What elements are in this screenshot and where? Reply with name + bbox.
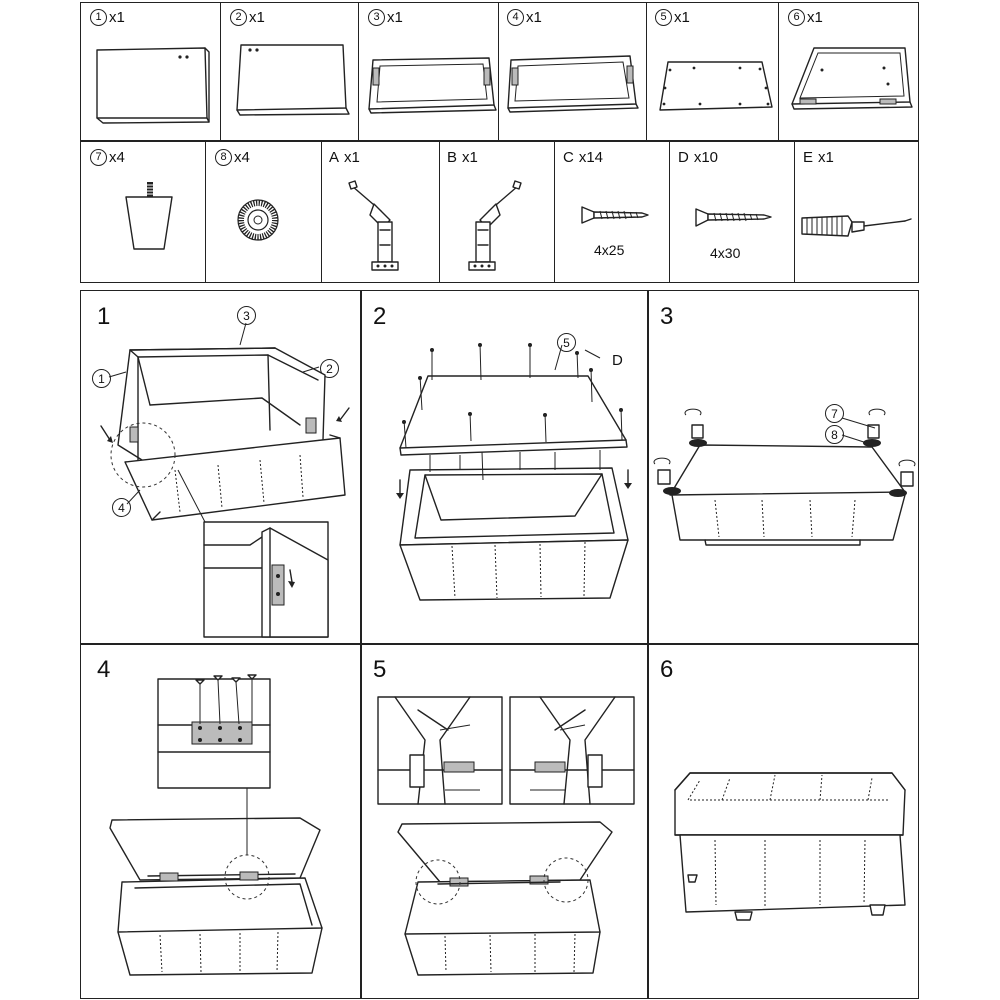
step-1-callout-1: 1 — [92, 369, 111, 388]
panel-1-drawing — [96, 47, 210, 124]
frame-4-drawing — [507, 55, 639, 113]
step-2-frame — [360, 290, 649, 645]
part-cell-d — [670, 141, 795, 282]
part-cell-3 — [359, 3, 499, 141]
step-2-drawing — [396, 342, 632, 601]
leg-7-drawing — [125, 182, 173, 250]
part-cell-c — [555, 141, 670, 282]
step-1-number: 1 — [97, 303, 111, 330]
part-cell-4 — [499, 3, 647, 141]
frame-3-drawing — [368, 57, 497, 114]
step-6-number: 6 — [660, 656, 674, 683]
step-4-frame — [80, 643, 362, 999]
step-5-frame — [360, 643, 649, 999]
washer-8-drawing — [237, 199, 279, 241]
part-cell-2 — [221, 3, 359, 141]
step-3-drawing — [653, 408, 916, 546]
step-1-callout-3: 3 — [237, 306, 256, 325]
board-5-drawing — [659, 61, 773, 111]
part-cell-5 — [647, 3, 779, 141]
parts-row-1 — [80, 2, 919, 142]
screwdriver-e-drawing — [801, 215, 912, 237]
step-3-frame — [647, 290, 919, 645]
panel-2-drawing — [236, 44, 350, 116]
part-cell-b — [440, 141, 555, 282]
screw-c-drawing — [581, 206, 649, 224]
part-cell-1 — [81, 3, 221, 141]
step-3-callout-8: 8 — [825, 425, 844, 444]
lid-6-drawing — [791, 47, 913, 110]
part-cell-8 — [206, 141, 322, 282]
step-1-frame — [80, 290, 362, 645]
step-2-callout-d: D — [612, 352, 623, 369]
screw-d-drawing — [695, 208, 772, 227]
step-1-drawing — [100, 322, 350, 638]
hinge-b-drawing — [468, 180, 522, 271]
step-3-callout-7: 7 — [825, 404, 844, 423]
step-4-number: 4 — [97, 656, 111, 683]
step-6-frame — [647, 643, 919, 999]
hinge-a-drawing — [348, 180, 399, 271]
step-1-callout-2: 2 — [320, 359, 339, 378]
screw-d-size: 4x30 — [710, 245, 741, 261]
step-2-number: 2 — [373, 303, 387, 330]
step-3-number: 3 — [660, 303, 674, 330]
step-4-drawing — [109, 674, 323, 976]
step-5-number: 5 — [373, 656, 387, 683]
step-2-callout-5: 5 — [557, 333, 576, 352]
parts-row-2 — [80, 140, 919, 283]
step-5-drawing — [377, 696, 635, 976]
part-cell-7 — [81, 141, 206, 282]
part-cell-a — [322, 141, 440, 282]
screw-c-size: 4x25 — [594, 242, 625, 258]
step-1-callout-4: 4 — [112, 498, 131, 517]
step-6-drawing — [674, 772, 906, 921]
